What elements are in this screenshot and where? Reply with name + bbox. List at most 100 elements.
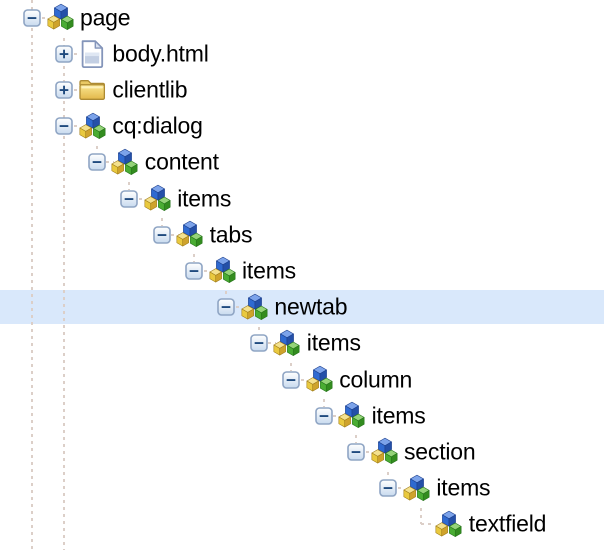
cubes-node-icon[interactable] bbox=[142, 184, 172, 214]
collapse-minus-icon[interactable] bbox=[347, 443, 365, 461]
tree-node-label[interactable]: items bbox=[371, 402, 426, 429]
tree-elbow-tick bbox=[128, 182, 131, 190]
cubes-node-icon[interactable] bbox=[110, 147, 140, 177]
tree-elbow-dash bbox=[235, 306, 244, 309]
cubes-icon-glyph bbox=[175, 220, 204, 249]
minus-glyph bbox=[250, 334, 268, 352]
cubes-icon-glyph bbox=[272, 329, 301, 358]
tree-node-label[interactable]: clientlib bbox=[112, 76, 188, 103]
tree-elbow-dash bbox=[106, 161, 114, 164]
tree-elbow-dash bbox=[268, 342, 276, 345]
tree-elbow-tick bbox=[387, 471, 390, 480]
cubes-node-icon[interactable] bbox=[175, 220, 205, 250]
tree-row-page: page bbox=[0, 0, 604, 36]
tree-node-label[interactable]: content bbox=[144, 148, 219, 175]
tree-row-section: section bbox=[0, 434, 604, 470]
collapse-minus-icon[interactable] bbox=[315, 407, 333, 425]
cubes-node-icon[interactable] bbox=[369, 437, 399, 467]
tree-elbow-tick bbox=[290, 363, 293, 371]
cubes-icon-glyph bbox=[110, 148, 139, 177]
tree-row-column: column bbox=[0, 362, 604, 398]
collapse-minus-icon[interactable] bbox=[250, 334, 268, 352]
tree-node-label[interactable]: tabs bbox=[209, 221, 253, 248]
tree-node-label[interactable]: newtab bbox=[274, 293, 348, 320]
collapse-minus-icon[interactable] bbox=[282, 371, 300, 389]
tree-elbow-dash bbox=[73, 89, 82, 91]
tree-row-items: items bbox=[0, 470, 604, 506]
cubes-icon-glyph bbox=[143, 184, 172, 213]
cubes-node-icon[interactable] bbox=[207, 256, 237, 286]
folder-icon-glyph bbox=[78, 78, 106, 102]
tree-elbow-tick bbox=[322, 399, 325, 407]
collapse-minus-icon[interactable] bbox=[217, 298, 235, 316]
cubes-node-icon[interactable] bbox=[77, 111, 107, 141]
cubes-node-icon[interactable] bbox=[337, 401, 367, 431]
tree-row-content: content bbox=[0, 144, 604, 180]
tree-node-label[interactable]: items bbox=[306, 329, 361, 356]
tree-node-label[interactable]: page bbox=[80, 4, 131, 31]
minus-glyph bbox=[315, 407, 333, 425]
collapse-minus-icon[interactable] bbox=[379, 479, 397, 497]
tree-node-label[interactable]: cq:dialog bbox=[112, 112, 203, 139]
minus-glyph bbox=[120, 190, 138, 208]
collapse-minus-icon[interactable] bbox=[153, 226, 171, 244]
tree-elbow-dash bbox=[171, 233, 179, 236]
tree-guide-level1-line bbox=[63, 38, 66, 550]
tree-row-textfield: textfield bbox=[0, 506, 604, 542]
tree-elbow-dash bbox=[333, 414, 341, 417]
tree-node-label[interactable]: items bbox=[177, 185, 232, 212]
minus-glyph bbox=[185, 262, 203, 280]
cubes-icon-glyph bbox=[46, 3, 75, 32]
cubes-node-icon[interactable] bbox=[434, 509, 464, 539]
minus-glyph bbox=[55, 117, 73, 135]
tree-row-body.html: body.html bbox=[0, 36, 604, 72]
cubes-icon-glyph bbox=[434, 510, 463, 539]
folder-icon[interactable] bbox=[77, 75, 107, 105]
collapse-minus-icon[interactable] bbox=[55, 117, 73, 135]
tree-elbow-tick bbox=[355, 435, 357, 443]
collapse-minus-icon[interactable] bbox=[185, 262, 203, 280]
cubes-node-icon[interactable] bbox=[272, 328, 302, 358]
minus-glyph bbox=[153, 226, 171, 244]
expand-plus-icon[interactable] bbox=[55, 45, 73, 63]
collapse-minus-icon[interactable] bbox=[23, 9, 41, 27]
tree-row-newtab: newtab bbox=[0, 289, 604, 325]
tree-row-cq:dialog: cq:dialog bbox=[0, 108, 604, 144]
minus-glyph bbox=[217, 298, 235, 316]
tree-node-label[interactable]: items bbox=[242, 257, 296, 284]
cubes-icon-glyph bbox=[402, 474, 431, 503]
tree-elbow-tick bbox=[225, 290, 228, 299]
cubes-node-icon[interactable] bbox=[239, 292, 269, 322]
tree-node-label[interactable]: textfield bbox=[468, 510, 547, 537]
tree-row-items: items bbox=[0, 253, 604, 289]
expand-plus-icon[interactable] bbox=[55, 81, 73, 99]
tree-row-tabs: tabs bbox=[0, 217, 604, 253]
tree-elbow-dash bbox=[73, 52, 82, 55]
tree-node-label[interactable]: section bbox=[404, 438, 476, 465]
collapse-minus-icon[interactable] bbox=[120, 190, 138, 208]
tree-node-label[interactable]: items bbox=[436, 474, 491, 501]
minus-glyph bbox=[23, 9, 41, 27]
cubes-node-icon[interactable] bbox=[45, 3, 75, 33]
tree-elbow-dash bbox=[138, 197, 147, 200]
collapse-minus-icon[interactable] bbox=[88, 153, 106, 171]
minus-glyph bbox=[379, 479, 397, 497]
minus-glyph bbox=[282, 371, 300, 389]
cubes-icon-glyph bbox=[370, 437, 399, 466]
document-icon[interactable] bbox=[77, 39, 107, 69]
cubes-icon-glyph bbox=[208, 256, 237, 285]
tree-node-label[interactable]: column bbox=[339, 366, 413, 393]
cubes-node-icon[interactable] bbox=[401, 473, 431, 503]
selected-row-highlight bbox=[0, 289, 604, 324]
tree-row-items: items bbox=[0, 398, 604, 434]
cubes-icon-glyph bbox=[240, 293, 269, 322]
minus-glyph bbox=[88, 153, 106, 171]
tree-node-label[interactable]: body.html bbox=[112, 40, 209, 67]
tree-elbow-dash bbox=[41, 16, 49, 19]
cubes-icon-glyph bbox=[337, 401, 366, 430]
document-icon-glyph bbox=[80, 40, 104, 68]
tree-elbow-dash bbox=[365, 451, 373, 453]
cubes-node-icon[interactable] bbox=[304, 365, 334, 395]
